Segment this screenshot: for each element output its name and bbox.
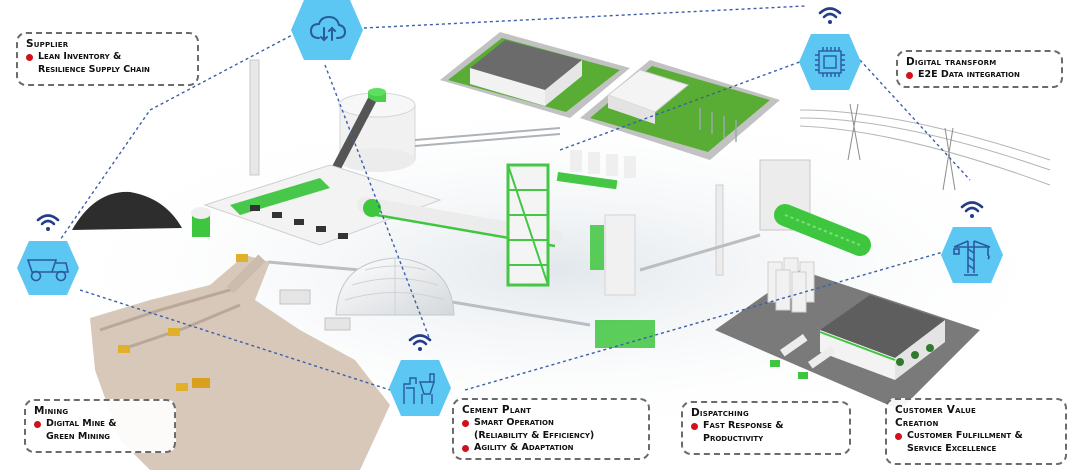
label-bullet-item: E2E Data integration — [906, 69, 1053, 82]
green-duct — [556, 172, 618, 190]
coal-pile — [72, 191, 182, 230]
pipe-rack — [414, 127, 561, 147]
label-title: Dispatching — [691, 407, 749, 419]
stack — [715, 184, 724, 276]
label-bullet-item: Customer Fulfillment & Service Excellenc… — [895, 430, 1057, 455]
label-dispatching: Dispatching Fast Response & Productivity — [681, 401, 851, 455]
wifi-icon — [818, 7, 842, 24]
label-bullet-item: Fast Response & Productivity — [691, 420, 841, 445]
label-bullet-item: Digital Mine & Green Mining — [34, 418, 166, 443]
preheater-tower — [506, 163, 550, 287]
hex-node-mining[interactable] — [17, 214, 79, 296]
wifi-icon — [408, 334, 432, 351]
cement-silo — [604, 214, 636, 296]
label-bullet-item: Smart Operation (Reliability & Efficienc… — [462, 417, 640, 442]
label-title-line: Customer Value — [895, 404, 976, 416]
connector-mining-cement — [79, 289, 391, 391]
bullet-text: Fast Response & — [703, 420, 784, 431]
raw-meal-silo — [326, 88, 416, 183]
label-title: Digital transform — [906, 56, 997, 68]
hex-node-supplier[interactable] — [291, 0, 363, 60]
connector-lines — [59, 5, 971, 391]
haul-truck — [236, 254, 248, 262]
haul-truck — [176, 383, 188, 391]
label-title: Supplier — [26, 38, 69, 50]
hex-node-dispatching[interactable] — [941, 201, 1003, 284]
bullet-text: Productivity — [703, 432, 764, 444]
connector-cloud-digital — [363, 5, 806, 29]
label-title: Customer Value Creation — [895, 404, 1057, 430]
excavator — [192, 378, 210, 388]
cloud-sync-icon — [309, 15, 347, 42]
bullet-text: (Reliability & Efficiency) — [474, 429, 595, 441]
shed — [324, 317, 351, 331]
label-customer-value: Customer Value Creation Customer Fulfill… — [885, 398, 1067, 465]
cement-factory-icon — [403, 373, 435, 404]
label-digital: Digital transform E2E Data integration — [896, 50, 1063, 88]
bullet-text: E2E Data integration — [918, 69, 1020, 80]
connector-cement-dispatch — [464, 249, 951, 391]
bullet-text: Green Mining — [46, 430, 111, 442]
label-supplier: Supplier Lean Inventory & Resilience Sup… — [16, 32, 199, 86]
dome-storage — [335, 257, 455, 316]
bullet-text: Agility & Adaptation — [474, 442, 574, 453]
dispatch-terminal — [715, 257, 980, 410]
connector-digital-plant — [559, 59, 806, 151]
label-title-line: Creation — [895, 417, 939, 429]
clinker-silos — [570, 150, 636, 178]
label-cement-plant: Cement Plant Smart Operation (Reliabilit… — [452, 398, 650, 460]
dump-truck-icon — [26, 259, 69, 282]
warehouse-building — [440, 32, 630, 118]
label-title: Cement Plant — [462, 404, 532, 416]
cpu-chip-icon — [815, 47, 845, 77]
connector-supplier — [59, 32, 297, 241]
connector-cloud-cement — [324, 64, 431, 341]
conveyors — [267, 233, 761, 327]
bullet-text: Service Excellence — [907, 442, 997, 454]
hex-node-digital[interactable] — [799, 7, 861, 91]
bullet-text: Customer Fulfillment & — [907, 430, 1023, 441]
bullet-text: Lean Inventory & — [38, 51, 122, 62]
label-mining: Mining Digital Mine & Green Mining — [24, 399, 176, 453]
bullet-text: Digital Mine & — [46, 418, 117, 429]
cement-mill — [759, 159, 871, 256]
shed — [279, 289, 311, 305]
haul-truck — [168, 328, 180, 336]
packing-unit — [590, 225, 604, 270]
wifi-icon — [36, 214, 60, 231]
admin-building — [580, 60, 780, 160]
bullet-text: Resilience Supply Chain — [38, 63, 150, 75]
bullet-text: Smart Operation — [474, 417, 554, 428]
wifi-icon — [960, 201, 984, 218]
label-bullet-item: Agility & Adaptation — [462, 442, 640, 455]
green-equipment — [595, 320, 655, 348]
label-bullet-item: Lean Inventory & Resilience Supply Chain — [26, 51, 189, 76]
label-title: Mining — [34, 405, 69, 417]
chimney — [249, 59, 260, 176]
tower-crane-icon — [953, 240, 991, 276]
haul-truck — [118, 345, 130, 353]
hex-node-cement[interactable] — [389, 334, 451, 417]
